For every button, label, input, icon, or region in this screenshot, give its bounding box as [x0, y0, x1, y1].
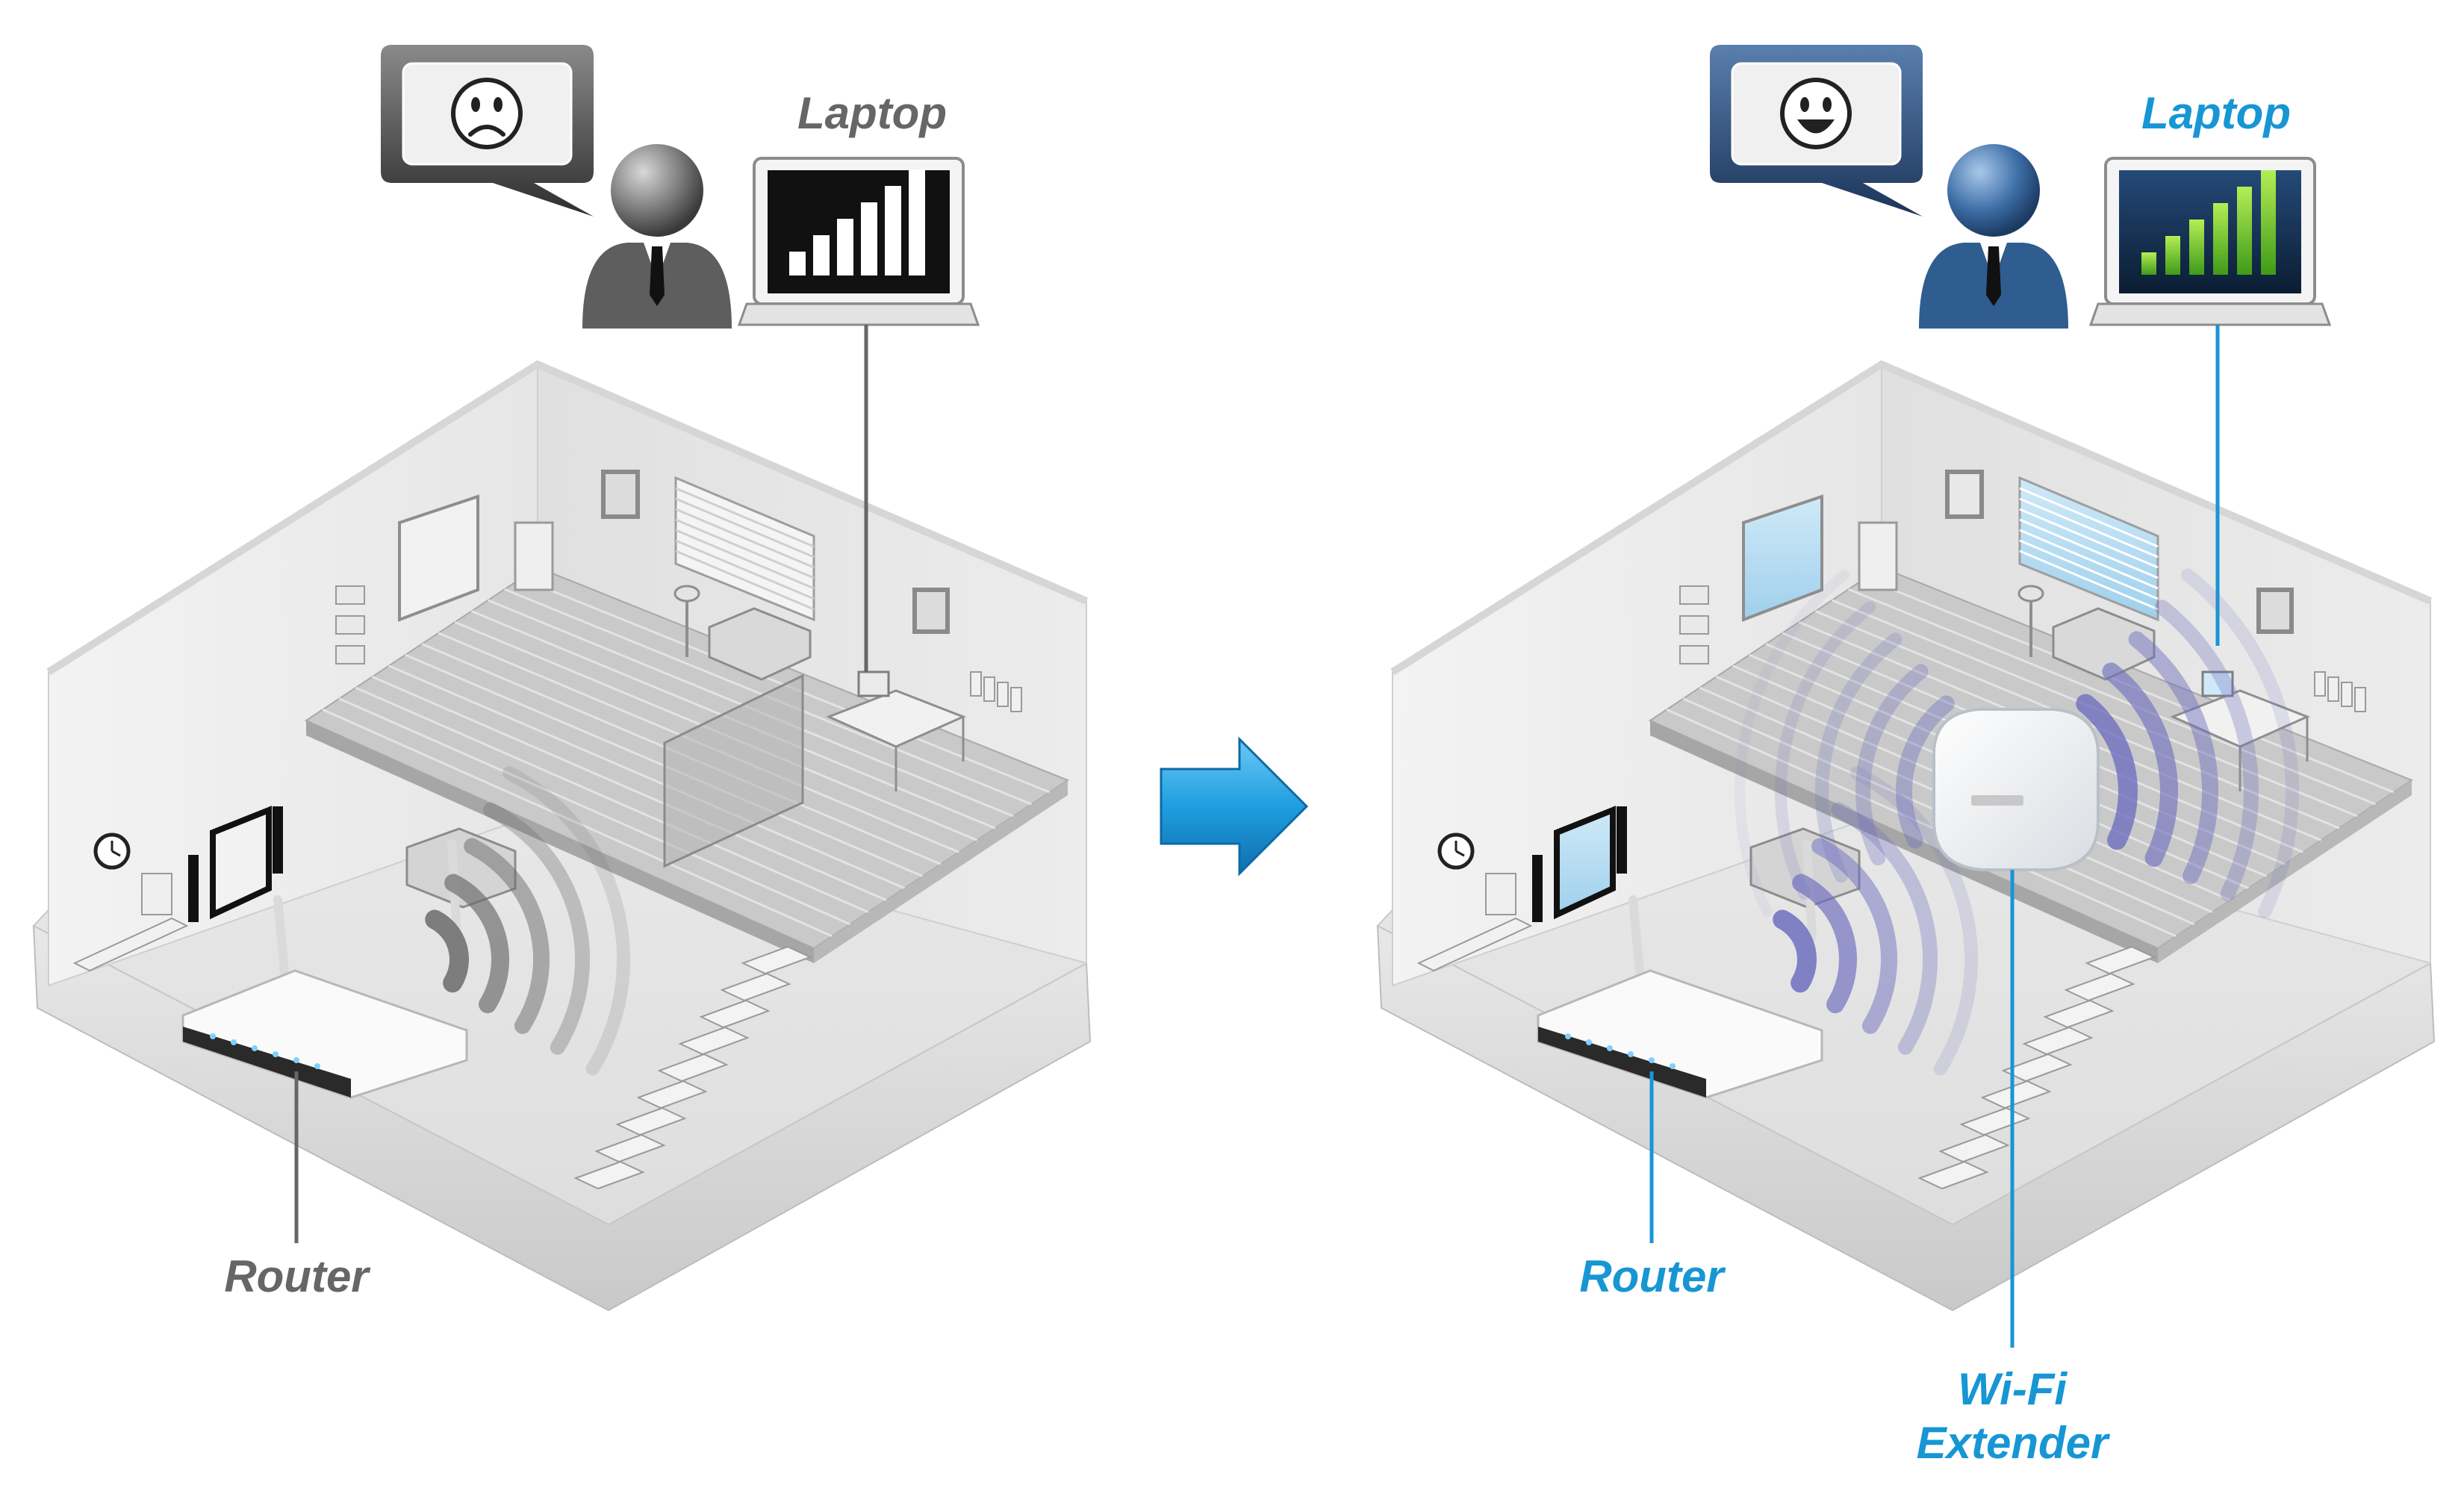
sad-face-icon	[451, 78, 523, 149]
signal-waves	[425, 766, 630, 1076]
stairs	[573, 945, 812, 1190]
arrow-right-icon	[1160, 736, 1309, 877]
room-decor	[72, 470, 1022, 972]
window	[674, 476, 815, 622]
wifi-extender-device	[1735, 568, 2299, 1348]
signal-bars-icon	[2141, 170, 2276, 275]
after-speech-bubble	[1710, 45, 1923, 217]
signal-bars-icon	[789, 169, 925, 276]
extender-signal-waves	[1735, 568, 2299, 918]
stairs	[1917, 945, 2156, 1190]
signal-waves	[1773, 766, 1978, 1076]
after-laptop-label: Laptop	[2141, 88, 2291, 138]
before-router-label: Router	[224, 1251, 369, 1301]
before-person-icon	[582, 144, 732, 329]
after-router-label: Router	[1579, 1251, 1724, 1301]
before-house-panel	[32, 45, 1092, 1312]
after-person-icon	[1919, 144, 2068, 329]
before-speech-bubble	[381, 45, 594, 217]
after-extender-label: Wi-Fi Extender	[1916, 1364, 2109, 1468]
router-device	[1537, 839, 1823, 1099]
after-house-panel	[1376, 45, 2436, 1348]
after-laptop	[2088, 157, 2332, 646]
window	[2018, 476, 2159, 622]
happy-face-icon	[1780, 78, 1852, 149]
before-laptop-label: Laptop	[797, 88, 947, 138]
before-laptop	[737, 157, 980, 672]
